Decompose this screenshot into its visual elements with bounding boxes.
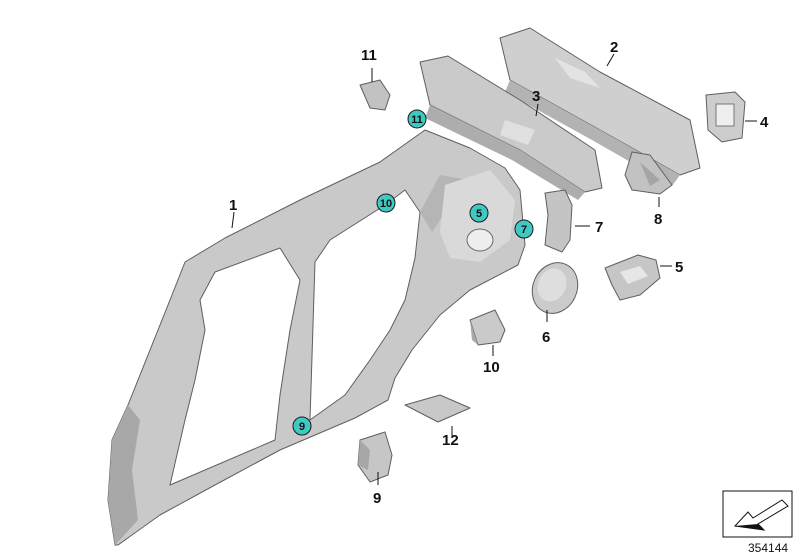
callout-7: 7: [595, 219, 603, 236]
callout-5: 5: [675, 259, 683, 276]
reference-number: 354144: [748, 541, 788, 555]
part-gusset: [624, 151, 673, 195]
part-floor-plate: [404, 394, 471, 423]
part-reinforcement-small: [604, 254, 661, 301]
callout-4: 4: [760, 114, 769, 131]
part-c-pillar-reinforcement: [544, 189, 573, 253]
part-bracket-right: [705, 91, 746, 143]
callout-3: 3: [532, 88, 540, 105]
marker-10: 10: [376, 193, 396, 213]
marker-11: 11: [407, 109, 427, 129]
marker-7: 7: [514, 219, 534, 239]
svg-text:11: 11: [411, 114, 423, 126]
callout-labels: 1 2 3 4 5 6 7 8 9 10 11 12: [229, 39, 769, 507]
svg-text:9: 9: [299, 421, 305, 433]
part-rear-crossmember-inner: [419, 55, 603, 200]
callout-12: 12: [442, 432, 459, 449]
marker-9: 9: [292, 416, 312, 436]
position-markers: 11 10 5 7 9: [292, 109, 534, 436]
part-side-frame: [107, 129, 526, 546]
callout-10: 10: [483, 359, 500, 376]
part-mounting-plate: [469, 309, 506, 346]
callout-11: 11: [361, 47, 377, 64]
part-bracket-sill: [357, 431, 393, 483]
callout-8: 8: [654, 211, 662, 228]
part-roof-bracket: [359, 79, 391, 111]
arrow-icon: [733, 499, 789, 531]
svg-text:5: 5: [476, 208, 482, 220]
callout-2: 2: [610, 39, 618, 56]
part-fuel-filler-flap: [531, 262, 579, 314]
callout-9: 9: [373, 490, 381, 507]
svg-text:7: 7: [521, 224, 527, 236]
leader-lines: [231, 53, 757, 485]
reference-box: 354144: [722, 490, 793, 555]
callout-6: 6: [542, 329, 550, 346]
svg-text:10: 10: [380, 198, 392, 210]
callout-1: 1: [229, 197, 237, 214]
marker-5: 5: [469, 203, 489, 223]
